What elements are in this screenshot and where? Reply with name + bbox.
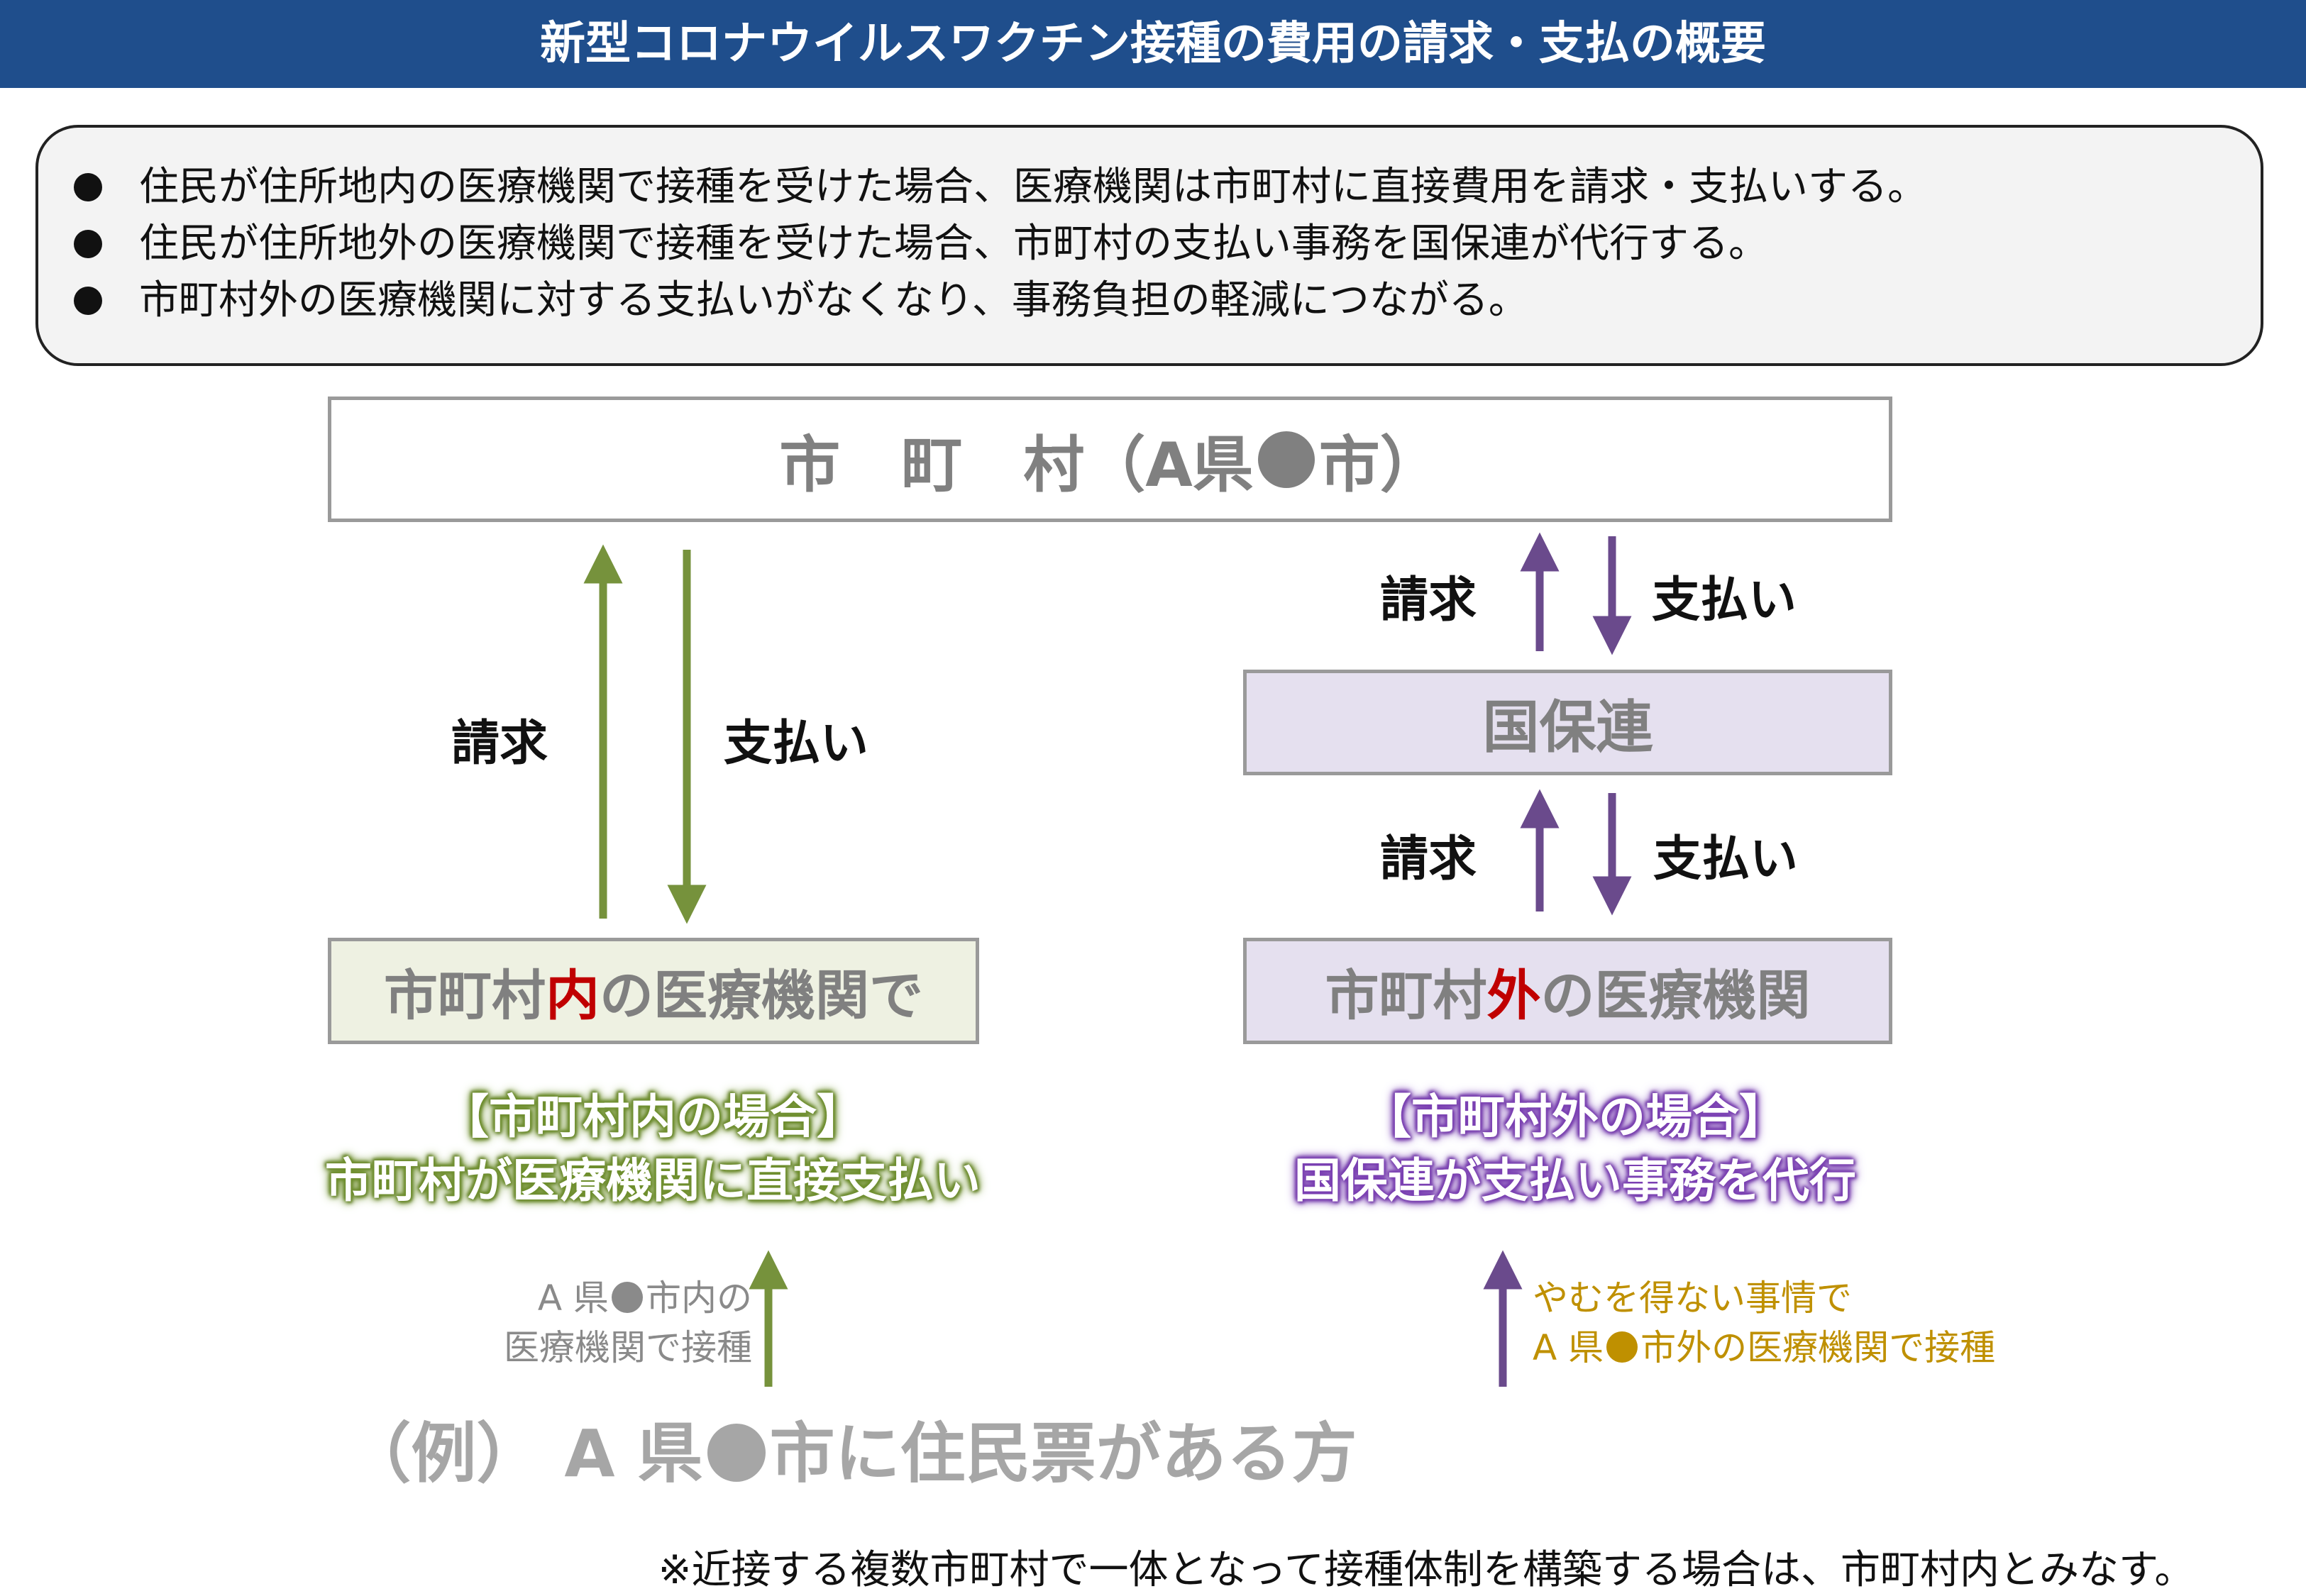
outside-institution-post: の医療機関 [1540,964,1811,1027]
right-upper-payment-label: 支払い [1652,572,1797,628]
municipality-label-tail: 市） [1318,430,1441,501]
outside-case-description: 国保連が支払い事務を代行 [1294,1153,1856,1208]
kokuho-node: 国保連 [1243,670,1892,775]
outside-institution-node: 市町村外の医療機関 [1243,938,1892,1044]
summary-bullet-text: 住民が住所地内の医療機関で接種を受けた場合、医療機関は市町村に直接費用を請求・支… [139,164,1927,210]
right-upper-claim-label: 請求 [1380,572,1477,628]
summary-bullet: 市町村外の医療機関に対する支払いがなくなり、事務負担の軽減につながる。 [74,272,2261,329]
outside-case-caption: 【市町村外の場合】 国保連が支払い事務を代行 [1192,1085,1958,1213]
footnote: ※近接する複数市町村で一体となって接種体制を構築する場合は、市町村内とみなす。 [658,1547,2195,1593]
inside-note-prefix: A 県 [537,1278,609,1319]
inside-note-line2: 医療機関で接種 [504,1327,752,1368]
circle-icon [1606,1331,1638,1363]
summary-bullet-text: 市町村外の医療機関に対する支払いがなくなり、事務負担の軽減につながる。 [139,277,1528,323]
inside-institution-node: 市町村内の医療機関で [328,938,979,1044]
circle-icon [1257,431,1315,488]
example-suffix: 市に住民票がある方 [769,1416,1357,1492]
left-claim-label: 請求 [451,716,548,772]
inside-institution-pre: 市町村 [384,964,546,1027]
inside-institution-accent: 内 [546,964,600,1027]
circle-icon [707,1424,766,1482]
inside-institution-post: の医療機関で [600,964,923,1027]
outside-case-heading: 【市町村外の場合】 [1364,1090,1786,1144]
inside-case-description: 市町村が医療機関に直接支払い [325,1153,981,1208]
municipality-node: 市 町 村（A県市） [328,397,1892,522]
inside-note-suffix: 市内の [646,1278,752,1319]
inside-resident-note: A 県市内の 医療機関で接種 [397,1273,752,1373]
summary-bullet: 住民が住所地外の医療機関で接種を受けた場合、市町村の支払い事務を国保連が代行する… [74,216,2261,272]
outside-note-line1: やむを得ない事情で [1533,1278,1852,1319]
kokuho-label: 国保連 [1482,694,1653,760]
example-resident: （例） A 県市に住民票がある方 [0,1401,1703,1495]
page-title: 新型コロナウイルスワクチン接種の費用の請求・支払の概要 [0,0,2306,88]
outside-resident-note: やむを得ない事情で A 県市外の医療機関で接種 [1533,1273,2100,1373]
summary-bullet: 住民が住所地内の医療機関で接種を受けた場合、医療機関は市町村に直接費用を請求・支… [74,159,2261,216]
inside-case-caption: 【市町村内の場合】 市町村が医療機関に直接支払い [270,1085,1036,1213]
outside-note-suffix: 市外の医療機関で接種 [1640,1327,1996,1368]
summary-box: 住民が住所地内の医療機関で接種を受けた場合、医療機関は市町村に直接費用を請求・支… [35,125,2263,366]
outside-note-line2: A 県市外の医療機関で接種 [1533,1323,2100,1373]
right-lower-payment-label: 支払い [1653,831,1799,887]
summary-bullet-text: 住民が住所地外の医療機関で接種を受けた場合、市町村の支払い事務を国保連が代行する… [139,221,1768,267]
inside-note-line1: A 県市内の [397,1273,752,1323]
right-lower-claim-label: 請求 [1380,831,1477,887]
circle-icon [612,1282,643,1313]
example-prefix: （例） A 県 [346,1416,703,1492]
left-payment-label: 支払い [724,716,869,772]
inside-case-heading: 【市町村内の場合】 [442,1090,864,1144]
bullet-dot-icon [74,230,102,258]
outside-note-prefix: A 県 [1533,1327,1604,1368]
bullet-dot-icon [74,287,102,315]
bullet-dot-icon [74,173,102,201]
municipality-label-main: 市 町 村（A県 [779,430,1254,501]
outside-institution-accent: 外 [1486,964,1541,1027]
outside-institution-pre: 市町村 [1325,964,1487,1027]
